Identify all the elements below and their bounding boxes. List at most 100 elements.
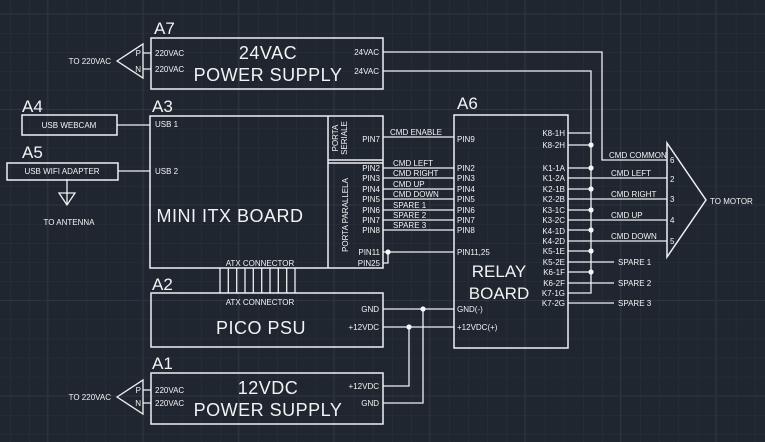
wires-spare-stubs <box>568 261 614 304</box>
a7-input-stubs <box>143 52 151 70</box>
wire-24vac-to-cmd-common <box>383 51 667 161</box>
a6-pin9: PIN9 <box>457 135 475 144</box>
motor-wire-label-cmd-up: CMD UP <box>611 211 643 220</box>
stub-label-spare-2: SPARE 2 <box>618 279 652 288</box>
a3-ref: A3 <box>152 97 173 116</box>
wires-parallel-port <box>383 167 454 231</box>
a6-title-line2: BOARD <box>469 284 529 303</box>
a1-phase-label: P <box>136 386 141 395</box>
wire-24vac-relay-bus <box>383 70 592 294</box>
a6-relay-pin-k5-1e: K5-1E <box>543 247 565 256</box>
a1-gnd-pin: GND <box>361 399 379 408</box>
motor-wire-label-cmd-right: CMD RIGHT <box>611 190 656 199</box>
a1-input-stubs <box>143 389 151 404</box>
stub-label-spare-1: SPARE 1 <box>618 258 652 267</box>
motor-connector-icon <box>666 140 707 260</box>
a6-relay-pin-k8-2h: K8-2H <box>542 141 565 150</box>
a1-ref: A1 <box>152 354 173 373</box>
wire-a1-12v-up <box>383 327 410 387</box>
a7-ref: A7 <box>154 19 175 38</box>
a3-parallel-pin-4: PIN4 <box>362 185 380 194</box>
a3-parallel-pin-8: PIN8 <box>362 226 380 235</box>
a3-port-dividers <box>327 116 383 268</box>
a1-12v-pin: +12VDC <box>349 382 380 391</box>
junction-dots <box>385 142 594 330</box>
a7-mains-arrow-icon <box>115 42 144 80</box>
wires-atx-ribbon <box>219 268 296 293</box>
a2-12v-pin: +12VDC <box>349 323 380 332</box>
a1-input-pin-1: 220VAC <box>155 386 184 395</box>
a7-neutral-label: N <box>135 65 141 74</box>
wire-label-spare-3: SPARE 3 <box>393 221 427 230</box>
wire-label-cmd-up: CMD UP <box>393 180 425 189</box>
a3-parallel-pin-5: PIN5 <box>362 195 380 204</box>
wire-label-spare-2: SPARE 2 <box>393 211 427 220</box>
motor-pin-2: 2 <box>670 175 675 184</box>
a1-input-pin-2: 220VAC <box>155 399 184 408</box>
a3-serial-port-label-2: SERIALE <box>340 121 349 155</box>
a3-usb2-pin: USB 2 <box>155 167 179 176</box>
a3-title: MINI ITX BOARD <box>156 206 303 226</box>
a7-output-pin-2: 24VAC <box>354 67 379 76</box>
a3-parallel-port-label: PORTA PARALLELA <box>341 177 350 251</box>
a6-title-line1: RELAY <box>472 262 527 281</box>
a3-parallel-pin-3: PIN3 <box>362 174 380 183</box>
a6-ref: A6 <box>457 94 478 113</box>
block-a1-power-supply <box>150 372 384 425</box>
a4-label: USB WEBCAM <box>42 121 97 130</box>
a2-atx-label: ATX CONNECTOR <box>226 298 295 307</box>
a4-ref: A4 <box>22 97 43 116</box>
a6-relay-pin-k6-1f: K6-1F <box>543 268 565 277</box>
a1-external-label: TO 220VAC <box>69 393 112 402</box>
wire-label-cmd-right: CMD RIGHT <box>393 169 438 178</box>
a1-neutral-label: N <box>135 399 141 408</box>
motor-wire-label-cmd-down: CMD DOWN <box>611 232 657 241</box>
a6-pin-5: PIN5 <box>457 195 475 204</box>
wire-label-cmd-enable: CMD ENABLE <box>390 128 442 137</box>
a7-input-pin-1: 220VAC <box>155 49 184 58</box>
a5-label: USB WIFI ADAPTER <box>24 167 99 176</box>
a2-gnd-pin: GND <box>361 305 379 314</box>
a3-parallel-pin-7: PIN7 <box>362 216 380 225</box>
a6-pin-6: PIN6 <box>457 206 475 215</box>
a5-antenna-label: TO ANTENNA <box>44 218 96 227</box>
block-a5-wifi <box>6 162 119 181</box>
block-a3-mini-itx <box>149 115 384 269</box>
a6-relay-pin-k7-2g: K7-2G <box>542 299 565 308</box>
a6-relay-pin-k4-1d: K4-1D <box>542 227 565 236</box>
wire-label-cmd-left: CMD LEFT <box>393 159 433 168</box>
wire-label-spare-1: SPARE 1 <box>393 201 427 210</box>
a5-ref: A5 <box>22 143 43 162</box>
block-a7-power-supply <box>150 37 384 90</box>
stub-label-spare-3: SPARE 3 <box>618 299 652 308</box>
a3-usb1-pin: USB 1 <box>155 120 179 129</box>
a3-pin25: PIN25 <box>358 259 381 268</box>
a7-title-line1: 24VAC <box>239 43 297 63</box>
motor-pin-6: 6 <box>670 156 675 165</box>
a6-pin-2: PIN2 <box>457 164 475 173</box>
wire-a1-gnd-up <box>383 309 424 404</box>
antenna-arrow-icon <box>57 192 77 207</box>
a6-pin-8: PIN8 <box>457 226 475 235</box>
a6-relay-pin-k6-2f: K6-2F <box>543 279 565 288</box>
a3-parallel-pin-2: PIN2 <box>362 164 380 173</box>
a6-relay-pin-k8-1h: K8-1H <box>542 129 565 138</box>
a6-relay-pin-k2-1b: K2-1B <box>543 185 565 194</box>
a3-atx-label: ATX CONNECTOR <box>226 259 295 268</box>
a1-mains-arrow-icon <box>115 378 144 416</box>
a7-title-line2: POWER SUPPLY <box>194 65 343 85</box>
motor-connector-label: TO MOTOR <box>710 197 753 206</box>
wire-pin11-25 <box>383 251 454 264</box>
a3-pin11: PIN11 <box>358 248 380 257</box>
a3-parallel-pin-6: PIN6 <box>362 206 380 215</box>
block-a2-pico-psu <box>150 292 384 348</box>
a6-gnd-pin: GND(-) <box>457 305 483 314</box>
a3-pin7: PIN7 <box>362 135 380 144</box>
a6-relay-pin-k4-2d: K4-2D <box>542 237 565 246</box>
a6-pin-3: PIN3 <box>457 174 475 183</box>
wires-relay-contacts-bus <box>568 132 591 273</box>
a3-serial-port-label-1: PORTA <box>331 124 340 151</box>
a2-ref: A2 <box>152 275 173 294</box>
a1-title-line1: 12VDC <box>238 378 299 398</box>
